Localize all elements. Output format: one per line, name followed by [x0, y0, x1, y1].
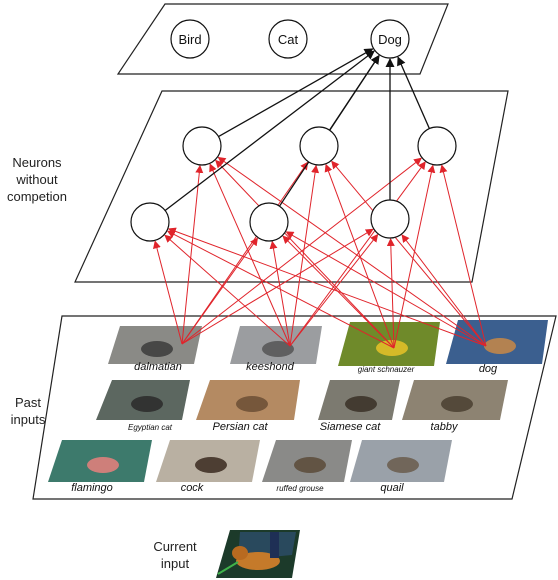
- past-input-image-content-quail: [387, 457, 419, 473]
- hidden-neurons: [130, 126, 457, 242]
- caption-cock: cock: [181, 482, 204, 494]
- red-connection-15: [166, 230, 395, 349]
- neuron-to-output-connections: [164, 48, 430, 212]
- red-connection-20: [439, 164, 487, 347]
- red-connection-14: [393, 164, 436, 349]
- neuron-top-1: [182, 126, 222, 166]
- red-connection-23: [401, 234, 487, 347]
- hidden-layer-label: Neurons without competion: [7, 155, 67, 204]
- neuron-top-3: [417, 126, 457, 166]
- caption-quail: quail: [380, 482, 404, 494]
- past-input-image-content-tabby: [441, 396, 473, 412]
- past-input-image-content-cock: [195, 457, 227, 473]
- past-input-image-content-ruffed-grouse: [294, 457, 326, 473]
- neuron-top-2: [299, 126, 339, 166]
- past-inputs-label: Past inputs: [10, 395, 46, 427]
- caption-giant-schnauzer: giant schnauzer: [358, 365, 415, 374]
- red-connection-21: [167, 227, 487, 347]
- past-input-image-content-siamese-cat: [345, 396, 377, 412]
- output-label-bird: Bird: [178, 32, 201, 47]
- past-input-image-content-dalmatian: [141, 341, 173, 357]
- red-connection-18: [217, 156, 487, 347]
- red-connection-22: [285, 231, 487, 347]
- current-input-label: Current input: [153, 539, 197, 571]
- output-nodes: Bird Cat Dog: [170, 19, 410, 59]
- past-input-images: dalmatian keeshond giant schnauzer dogEgypt…: [48, 320, 548, 494]
- red-connection-16: [282, 235, 395, 349]
- caption-siamese-cat: Siamese cat: [320, 421, 381, 433]
- red-connection-3: [153, 240, 183, 345]
- output-node-bird: [170, 19, 210, 59]
- red-connection-10: [269, 240, 291, 347]
- red-connection-13: [324, 163, 395, 349]
- red-connection-5: [181, 228, 374, 345]
- caption-persian-cat: Persian cat: [212, 421, 268, 433]
- red-connection-11: [289, 233, 379, 347]
- past-input-image-content-keeshond: [262, 341, 294, 357]
- caption-flamingo: flamingo: [71, 482, 113, 494]
- red-connection-19: [331, 160, 487, 347]
- output-label-cat: Cat: [278, 32, 299, 47]
- red-connection-12: [215, 159, 395, 349]
- past-input-image-content-persian-cat: [236, 396, 268, 412]
- red-connection-8: [289, 161, 426, 347]
- black-connection-0: [218, 48, 374, 138]
- output-node-cat: [268, 19, 308, 59]
- neuron-bottom-2: [249, 202, 289, 242]
- past-input-image-content-egyptian-cat: [131, 396, 163, 412]
- input-to-neuron-connections: [153, 156, 487, 349]
- caption-tabby: tabby: [431, 421, 459, 433]
- caption-ruffed-grouse: ruffed grouse: [276, 484, 324, 493]
- red-connection-1: [181, 161, 309, 345]
- caption-egyptian-cat: Egyptian cat: [128, 423, 173, 432]
- output-node-dog: [370, 19, 410, 59]
- past-input-image-content-dog: [484, 338, 516, 354]
- neuron-bottom-1: [130, 202, 170, 242]
- caption-dalmatian: dalmatian: [134, 361, 182, 373]
- past-input-image-content-flamingo: [87, 457, 119, 473]
- red-connection-6: [209, 163, 291, 347]
- red-connection-0: [181, 164, 204, 345]
- red-connection-9: [164, 234, 291, 347]
- output-label-dog: Dog: [378, 32, 402, 47]
- caption-keeshond: keeshond: [246, 361, 295, 373]
- red-connection-17: [386, 238, 395, 349]
- current-input-image: [216, 530, 300, 578]
- red-connection-4: [181, 237, 258, 345]
- past-input-image-content-giant-schnauzer: [376, 340, 408, 356]
- black-connection-3: [164, 50, 375, 212]
- neuron-bottom-3: [370, 199, 410, 239]
- black-connection-2: [397, 56, 430, 129]
- caption-dog: dog: [479, 363, 498, 375]
